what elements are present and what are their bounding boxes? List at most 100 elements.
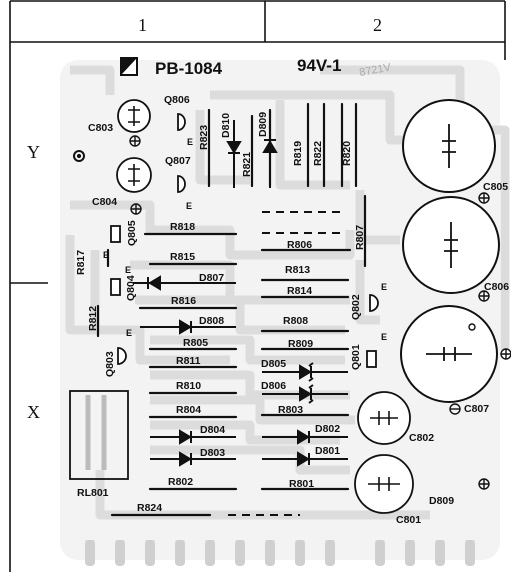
label-r810: R810 (176, 380, 201, 392)
label-c802: C802 (409, 432, 434, 444)
diode-d804 (150, 429, 236, 445)
label-r804: R804 (176, 404, 201, 416)
capacitor-c805 (402, 99, 496, 193)
pin-e-q805: E (103, 250, 109, 260)
label-c805: C805 (483, 181, 508, 193)
grid-row-y-label: Y (27, 142, 40, 162)
label-r822: R822 (312, 141, 324, 166)
label-r815: R815 (170, 251, 195, 263)
label-d805: D805 (261, 358, 286, 370)
label-q804: Q804 (125, 275, 137, 301)
label-r819: R819 (292, 141, 304, 166)
label-r824: R824 (137, 502, 162, 514)
label-r816: R816 (171, 295, 196, 307)
board-rating: 94V-1 (297, 56, 341, 75)
label-d802: D802 (315, 423, 340, 435)
label-r821: R821 (241, 152, 253, 177)
transistor-q801 (366, 350, 377, 368)
diode-d807 (133, 275, 236, 291)
label-r814: R814 (287, 285, 312, 297)
diode-d801 (262, 451, 348, 467)
label-r808: R808 (283, 315, 308, 327)
label-r817: R817 (75, 250, 87, 275)
diode-d810 (226, 120, 242, 188)
board-number: PB-1084 (155, 59, 223, 78)
label-q801: Q801 (350, 344, 362, 370)
label-c806: C806 (484, 281, 509, 293)
pin-e-q806: E (187, 137, 193, 147)
capacitor-c807 (400, 305, 498, 403)
label-q803: Q803 (104, 351, 116, 377)
label-d801: D801 (315, 445, 340, 457)
label-r805: R805 (183, 337, 208, 349)
transistor-labels: Q806 Q807 Q805 Q804 Q803 Q802 Q801 (104, 94, 362, 377)
pin-e-q803: E (126, 328, 132, 338)
pin-e-q804: E (125, 265, 131, 275)
label-q805: Q805 (126, 220, 138, 246)
transistor-q803 (117, 347, 127, 365)
label-r807: R807 (354, 225, 366, 250)
transistor-q807 (177, 175, 186, 193)
label-q802: Q802 (350, 294, 362, 320)
transistor-q804 (110, 278, 121, 296)
transistor-q805 (110, 225, 121, 243)
grid-column-2-label: 2 (373, 15, 382, 35)
label-r809: R809 (288, 338, 313, 350)
ground-marks (129, 135, 511, 490)
label-c807: C807 (464, 403, 489, 415)
label-r803: R803 (278, 404, 303, 416)
transistors (110, 113, 379, 368)
label-rl801: RL801 (77, 487, 109, 499)
label-c803: C803 (88, 122, 113, 134)
diode-d802 (262, 429, 348, 445)
c807-inner-marks (468, 323, 476, 331)
diode-d809-top (262, 120, 278, 188)
grid-row-x-label: X (27, 402, 40, 422)
capacitor-c806 (402, 196, 500, 294)
label-r820: R820 (341, 141, 353, 166)
transistor-q806 (177, 113, 186, 131)
edge-connector-fingers (85, 540, 475, 566)
board-mirror-code: 8721V (358, 61, 392, 78)
label-q807: Q807 (165, 155, 191, 167)
capacitor-c802 (357, 391, 411, 445)
relay-rl801 (69, 390, 129, 480)
label-r811: R811 (176, 355, 201, 367)
diode-labels: D810 D809 D807 D808 D805 D806 D804 D803 … (199, 112, 454, 507)
capacitor-labels: C803 C804 C805 C806 C807 C802 C801 RL801 (77, 122, 509, 526)
label-d803: D803 (200, 447, 225, 459)
label-d806: D806 (261, 380, 286, 392)
label-d807: D807 (199, 272, 224, 284)
label-r813: R813 (285, 264, 310, 276)
label-d804: D804 (200, 424, 225, 436)
diode-d806 (262, 384, 348, 404)
diodes (133, 120, 348, 467)
label-d809-top: D809 (257, 112, 269, 137)
emitter-pin-labels: E E E E E E E (103, 137, 387, 342)
capacitor-c801 (354, 454, 414, 514)
pin-e-q801: E (381, 332, 387, 342)
jumper-dashes (228, 211, 345, 516)
label-c801: C801 (396, 514, 421, 526)
label-d808: D808 (199, 315, 224, 327)
resistor-labels: R823 R821 R819 R822 R820 R818 R806 R807 … (75, 125, 366, 514)
label-d809-bottom: D809 (429, 495, 454, 507)
label-q806: Q806 (164, 94, 190, 106)
label-r823: R823 (198, 125, 210, 150)
diode-d803 (150, 451, 236, 467)
pin-e-q802: E (381, 282, 387, 292)
label-r806: R806 (287, 239, 312, 251)
resistor-bodies (96, 102, 367, 517)
capacitor-c804 (116, 157, 152, 193)
label-r818: R818 (170, 221, 195, 233)
pin-e-q807: E (186, 201, 192, 211)
diode-d805 (262, 362, 348, 382)
grid-column-1-label: 1 (138, 15, 147, 35)
label-r802: R802 (168, 476, 193, 488)
manufacturer-logo (120, 57, 138, 76)
diode-d808 (140, 319, 236, 335)
label-r812: R812 (87, 306, 99, 331)
capacitor-c803 (117, 99, 151, 133)
grid-frame (9, 0, 506, 572)
